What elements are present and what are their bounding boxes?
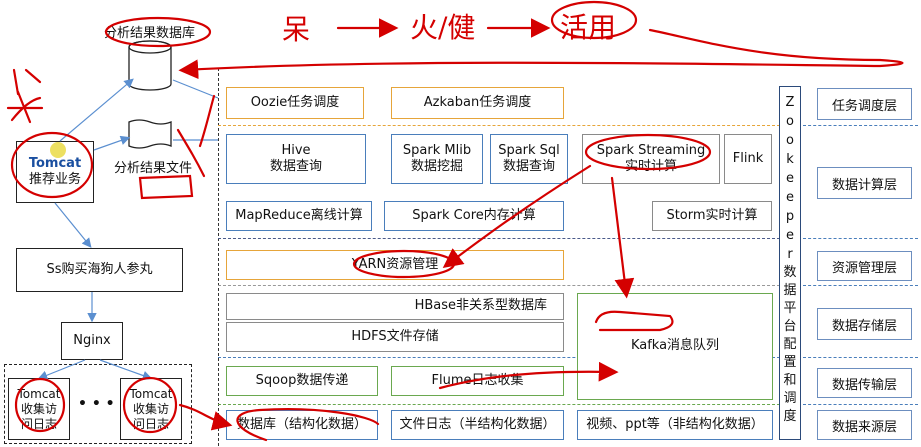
zookeeper-char: o bbox=[786, 114, 794, 129]
yarn-box: YARN资源管理 bbox=[226, 250, 564, 280]
spark-core-box: Spark Core内存计算 bbox=[384, 201, 564, 231]
collector-ellipsis: • • • bbox=[78, 396, 115, 412]
streaming-l1: Spark Streaming bbox=[596, 142, 706, 158]
sep-transfer bbox=[218, 404, 780, 405]
annotation-char-1: 呆 bbox=[282, 13, 311, 46]
source-video-box: 视频、ppt等（非结构化数据） bbox=[577, 410, 773, 440]
zookeeper-char: 数 bbox=[783, 265, 797, 280]
layer-source: 数据来源层 bbox=[817, 410, 912, 440]
hive-l2: 数据查询 bbox=[269, 159, 322, 174]
mapreduce-box: MapReduce离线计算 bbox=[226, 201, 372, 231]
nginx-box: Nginx bbox=[61, 322, 123, 360]
azkaban-box: Azkaban任务调度 bbox=[391, 87, 564, 119]
spark-sql-box: Spark Sql 数据查询 bbox=[490, 134, 568, 184]
hbase-box: HBase非关系型数据库 bbox=[226, 293, 564, 320]
database-icon bbox=[128, 40, 172, 91]
zookeeper-char: e bbox=[786, 228, 794, 243]
right-sep-5 bbox=[803, 404, 918, 405]
zookeeper-char: 平 bbox=[783, 301, 797, 316]
collector1-l1: Tomcat bbox=[17, 386, 61, 401]
layer-resource: 资源管理层 bbox=[817, 251, 912, 281]
spark-streaming-box: Spark Streaming 实时计算 bbox=[582, 134, 720, 184]
right-sep-4 bbox=[803, 357, 918, 358]
zookeeper-char: 配 bbox=[783, 337, 797, 352]
zookeeper-char: 调 bbox=[783, 391, 797, 406]
annotation-char-3: 活用 bbox=[560, 11, 617, 44]
hive-l1: Hive bbox=[281, 142, 311, 158]
platform-border bbox=[218, 68, 778, 446]
zookeeper-char: 度 bbox=[783, 409, 797, 424]
right-sep-3 bbox=[803, 285, 918, 286]
hdfs-box: HDFS文件存储 bbox=[226, 322, 564, 352]
sep-storage bbox=[218, 357, 780, 358]
tomcat-recommend-box: Tomcat 推荐业务 bbox=[16, 141, 94, 203]
layer-compute: 数据计算层 bbox=[817, 167, 912, 199]
zookeeper-char: 据 bbox=[783, 283, 797, 298]
tomcat-collector-2: Tomcat 收集访 问日志 bbox=[120, 378, 182, 440]
zookeeper-char: o bbox=[786, 133, 794, 148]
zookeeper-char: r bbox=[787, 247, 793, 262]
collector2-l1: Tomcat bbox=[129, 386, 173, 401]
tomcat-label: Tomcat bbox=[28, 155, 82, 171]
mlib-l2: 数据挖掘 bbox=[410, 159, 463, 174]
sep-compute bbox=[218, 238, 780, 239]
annotation-char-2: 火/健 bbox=[410, 11, 476, 44]
streaming-l2: 实时计算 bbox=[624, 159, 677, 174]
zookeeper-char: e bbox=[786, 190, 794, 205]
flume-box: Flume日志收集 bbox=[391, 366, 564, 396]
layer-scheduling: 任务调度层 bbox=[817, 88, 912, 120]
zookeeper-char: k bbox=[786, 152, 794, 167]
sep-resource bbox=[218, 285, 780, 286]
source-db-box: 数据库（结构化数据） bbox=[226, 410, 378, 440]
collector1-l3: 问日志 bbox=[20, 416, 57, 431]
recommend-label: 推荐业务 bbox=[28, 172, 81, 187]
storm-box: Storm实时计算 bbox=[652, 201, 772, 231]
zookeeper-char: 置 bbox=[783, 355, 797, 370]
spark-mlib-box: Spark Mlib 数据挖掘 bbox=[391, 134, 483, 184]
zookeeper-char: Z bbox=[785, 95, 795, 110]
flink-box: Flink bbox=[724, 134, 772, 184]
analysis-file-label: 分析结果文件 bbox=[114, 161, 193, 176]
source-log-box: 文件日志（半结构化数据） bbox=[391, 410, 564, 440]
analysis-db-label: 分析结果数据库 bbox=[104, 26, 196, 41]
kafka-box: Kafka消息队列 bbox=[577, 293, 773, 400]
right-sep-2 bbox=[803, 238, 918, 239]
sql-l2: 数据查询 bbox=[502, 159, 555, 174]
zookeeper-char: e bbox=[786, 171, 794, 186]
tomcat-collector-1: Tomcat 收集访 问日志 bbox=[8, 378, 70, 440]
sql-l1: Spark Sql bbox=[498, 142, 560, 158]
file-icon bbox=[128, 119, 172, 149]
hive-box: Hive 数据查询 bbox=[226, 134, 366, 184]
sep-scheduling bbox=[218, 125, 780, 126]
collector2-l2: 收集访 bbox=[132, 401, 169, 416]
mlib-l1: Spark Mlib bbox=[402, 142, 472, 158]
sqoop-box: Sqoop数据传递 bbox=[226, 366, 378, 396]
oozie-box: Oozie任务调度 bbox=[226, 87, 364, 119]
ss-purchase-box: Ss购买海狗人参丸 bbox=[16, 248, 183, 292]
zookeeper-char: p bbox=[785, 209, 795, 224]
layer-transfer: 数据传输层 bbox=[817, 368, 912, 398]
collector1-l2: 收集访 bbox=[20, 401, 57, 416]
layer-storage: 数据存储层 bbox=[817, 308, 912, 340]
zookeeper-char: 和 bbox=[783, 373, 797, 388]
right-sep-1 bbox=[803, 125, 918, 126]
zookeeper-char: 台 bbox=[783, 319, 797, 334]
handwritten-annotation: 呆 火/健 活用 bbox=[270, 2, 710, 50]
collector2-l3: 问日志 bbox=[132, 416, 169, 431]
